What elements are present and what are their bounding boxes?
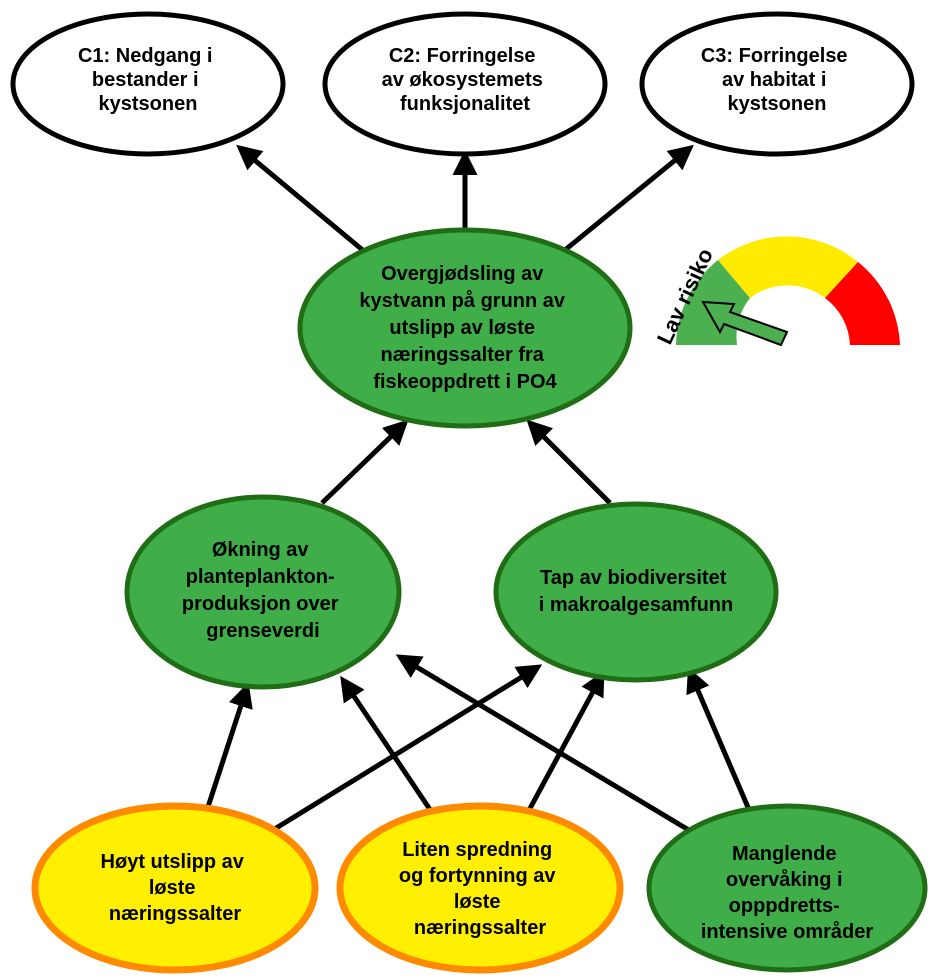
cause-high-emission-shape (31, 802, 319, 974)
consequence-c3-label: C3: Forringelse av habitat i kystsonen (701, 45, 853, 115)
arrow-low-dispersion-to-biodiversity (524, 670, 605, 816)
arrow-central-to-c3 (563, 144, 694, 252)
effect-biodiversity-shape (493, 501, 779, 683)
consequence-c1-shape (10, 11, 286, 157)
effect-plankton: Økning av planteplankton- produksjon ove… (124, 494, 402, 690)
central-hazard-label: Overgjødsling av kystvann på grunn av ut… (359, 263, 570, 393)
cause-high-emission: Høyt utslipp av løste næringssalter (31, 802, 319, 974)
effect-plankton-shape (124, 494, 402, 690)
cause-missing-monitoring-shape (646, 803, 928, 973)
arrow-low-dispersion-to-plankton (340, 675, 436, 816)
cause-missing-monitoring-label: Manglende overvåking i opppdretts- inten… (701, 843, 874, 943)
gauge-segment-high (825, 262, 900, 345)
risk-gauge: Lav risiko (652, 236, 900, 348)
cause-low-dispersion: Liten spredning og fortynning av løste n… (336, 802, 624, 974)
arrow-high-emission-to-plankton (204, 682, 253, 811)
arrow-central-to-c1 (236, 144, 367, 254)
gauge-needle-arrow (701, 300, 789, 347)
effect-biodiversity: Tap av biodiversitet i makroalgesamfunn (493, 501, 779, 683)
consequence-c2-label: C2: Forringelse av økosystemets funksjon… (382, 45, 549, 115)
arrow-high-emission-to-biodiversity (271, 664, 543, 833)
effect-biodiversity-label: Tap av biodiversitet i makroalgesamfunn (539, 567, 734, 616)
consequence-c3: C3: Forringelse av habitat i kystsonen (639, 11, 915, 157)
arrow-biodiversity-to-central (526, 419, 612, 505)
consequence-c1-label: C1: Nedgang i bestander i kystsonen (78, 45, 218, 115)
gauge-segment-medium (718, 236, 858, 298)
arrow-monitoring-to-biodiversity (686, 667, 753, 813)
arrows (204, 144, 753, 835)
consequence-c2-shape (322, 11, 608, 157)
central-hazard-shape (297, 227, 633, 429)
consequence-c1: C1: Nedgang i bestander i kystsonen (10, 11, 286, 157)
arrow-plankton-to-central (320, 419, 409, 505)
consequence-c2: C2: Forringelse av økosystemets funksjon… (322, 11, 608, 157)
cause-high-emission-label: Høyt utslipp av løste næringssalter (101, 851, 250, 925)
cause-low-dispersion-label: Liten spredning og fortynning av løste n… (399, 839, 561, 939)
arrow-monitoring-to-plankton (395, 654, 694, 835)
cause-low-dispersion-shape (336, 802, 624, 974)
central-hazard: Overgjødsling av kystvann på grunn av ut… (297, 227, 633, 429)
cause-missing-monitoring: Manglende overvåking i opppdretts- inten… (646, 803, 928, 973)
effect-plankton-label: Økning av planteplankton- produksjon ove… (182, 539, 344, 642)
consequence-c3-shape (639, 11, 915, 157)
